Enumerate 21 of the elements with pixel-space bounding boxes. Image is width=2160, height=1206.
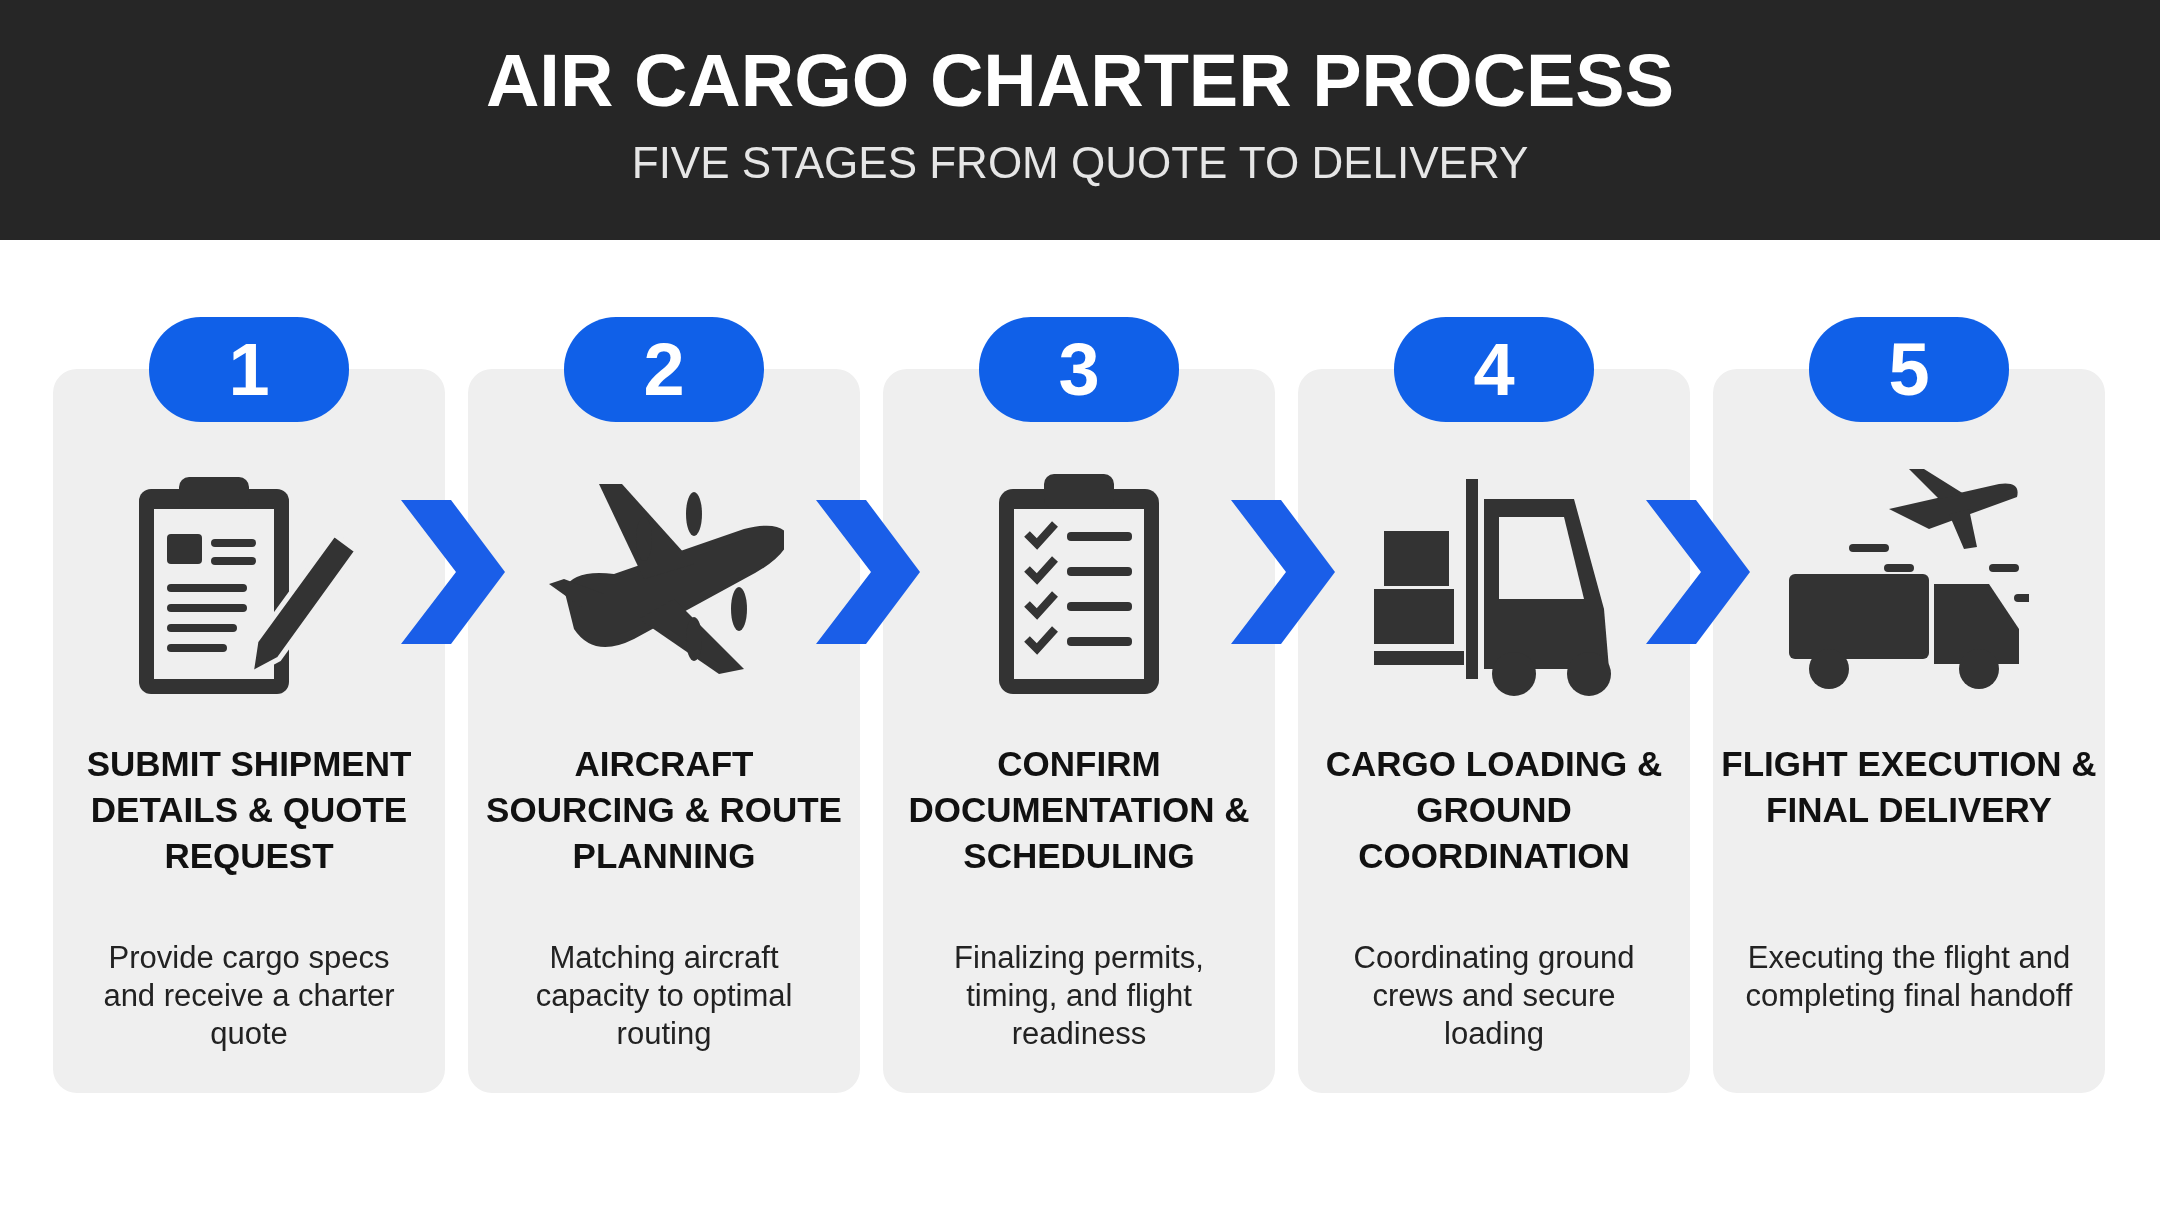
chevron-arrow (1231, 500, 1335, 644)
chevron-arrow (401, 500, 505, 644)
title: AIR CARGO CHARTER PROCESS (484, 38, 1676, 123)
step-title: CONFIRM DOCUMENTATION & SCHEDULING (907, 743, 1251, 877)
chevron-arrow (816, 500, 920, 644)
step-number-badge: 4 (1394, 317, 1594, 422)
step-title: CARGO LOADING & GROUND COORDINATION (1324, 743, 1664, 877)
step-number-badge: 3 (979, 317, 1179, 422)
step-description: Coordinating ground crews and secure loading (1352, 939, 1636, 1053)
step-description: Finalizing permits, timing, and flight readiness (953, 939, 1205, 1053)
step-description: Provide cargo specs and receive a charter quote (102, 939, 396, 1053)
subtitle: FIVE STAGES FROM QUOTE TO DELIVERY (630, 138, 1530, 188)
chevron-arrow (1646, 500, 1750, 644)
step-number-badge: 5 (1809, 317, 2009, 422)
step-title: FLIGHT EXECUTION & FINAL DELIVERY (1721, 743, 2097, 831)
step-description: Executing the flight and completing final handoff (1744, 939, 2074, 1015)
step-title: AIRCRAFT SOURCING & ROUTE PLANNING (485, 743, 843, 877)
step-title: SUBMIT SHIPMENT DETAILS & QUOTE REQUEST (85, 743, 413, 877)
step-number-badge: 2 (564, 317, 764, 422)
step-number-badge: 1 (149, 317, 349, 422)
step-description: Matching aircraft capacity to optimal routing (534, 939, 794, 1053)
